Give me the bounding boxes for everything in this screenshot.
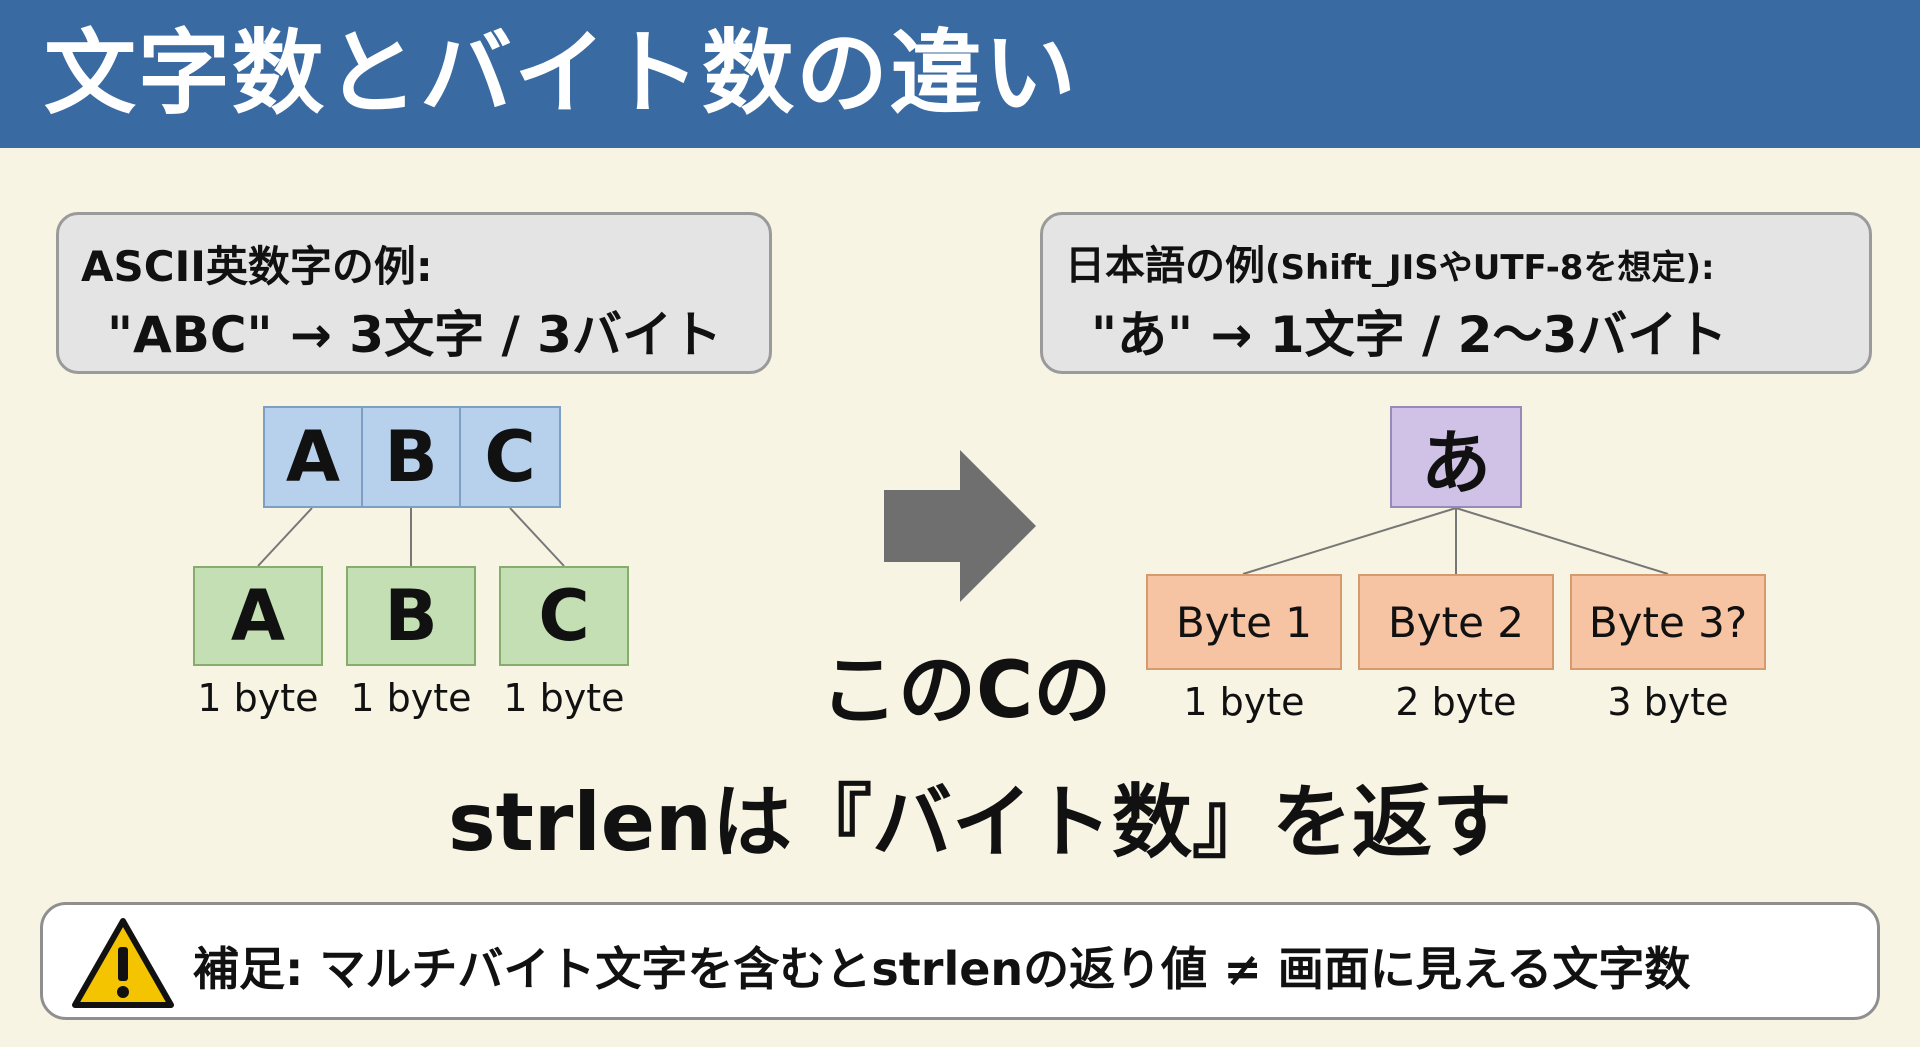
- japanese-byte-label-1: 1 byte: [1183, 680, 1305, 724]
- japanese-byte-label-2: 2 byte: [1395, 680, 1517, 724]
- japanese-card-heading: 日本語の例(Shift_JISやUTF-8を想定):: [1065, 233, 1715, 291]
- japanese-byte-box-1: Byte 1: [1146, 574, 1342, 670]
- ascii-card-heading: ASCII英数字の例:: [81, 242, 433, 291]
- page-title: 文字数とバイト数の違い: [44, 20, 1079, 127]
- ascii-char-box-b: B: [361, 406, 461, 508]
- japanese-byte-box-2: Byte 2: [1358, 574, 1554, 670]
- connector-byte3: [1455, 507, 1669, 575]
- japanese-card-heading-note: (Shift_JISやUTF-8を想定):: [1265, 248, 1715, 288]
- ascii-char-box-a: A: [263, 406, 363, 508]
- japanese-byte-label-3: 3 byte: [1607, 680, 1729, 724]
- japanese-card-summary: "あ" → 1文字 / 2〜3バイト: [1091, 306, 1728, 364]
- warning-icon: [72, 918, 174, 1008]
- ascii-card-summary: "ABC" → 3文字 / 3バイト: [107, 306, 722, 364]
- ascii-byte-label-c: 1 byte: [503, 676, 625, 720]
- note-text: 補足: マルチバイト文字を含むとstrlenの返り値 ≠ 画面に見える文字数: [193, 942, 1691, 996]
- ascii-byte-box-b: B: [346, 566, 476, 666]
- connector-a: [257, 507, 313, 567]
- ascii-byte-label-a: 1 byte: [197, 676, 319, 720]
- japanese-byte-box-3: Byte 3?: [1570, 574, 1766, 670]
- ascii-byte-box-a: A: [193, 566, 323, 666]
- japanese-card-heading-main: 日本語の例: [1065, 243, 1265, 289]
- ascii-byte-box-c: C: [499, 566, 629, 666]
- connector-c: [509, 507, 565, 567]
- center-message-line2: strlenは『バイト数』を返す: [448, 776, 1512, 869]
- connector-byte1: [1242, 507, 1457, 575]
- japanese-example-card: 日本語の例(Shift_JISやUTF-8を想定): "あ" → 1文字 / 2…: [1040, 212, 1872, 374]
- japanese-char-box: あ: [1390, 406, 1522, 508]
- note-box: 補足: マルチバイト文字を含むとstrlenの返り値 ≠ 画面に見える文字数: [40, 902, 1880, 1020]
- center-message-line1: このCの: [820, 646, 1112, 736]
- right-arrow-icon: [884, 450, 1036, 602]
- title-bar: 文字数とバイト数の違い: [0, 0, 1920, 148]
- ascii-example-card: ASCII英数字の例: "ABC" → 3文字 / 3バイト: [56, 212, 772, 374]
- ascii-char-box-c: C: [459, 406, 561, 508]
- ascii-byte-label-b: 1 byte: [350, 676, 472, 720]
